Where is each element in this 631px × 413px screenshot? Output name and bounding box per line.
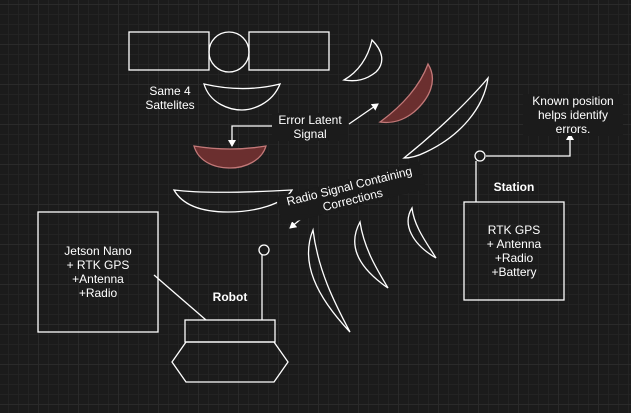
satellite-signal-arcs bbox=[172, 38, 489, 213]
signal-arc bbox=[342, 38, 383, 82]
radio-arc bbox=[407, 206, 437, 259]
robot-antenna bbox=[258, 244, 270, 320]
signal-arc bbox=[172, 189, 294, 213]
error-arc bbox=[193, 145, 267, 169]
error-signal-arcs bbox=[193, 62, 433, 169]
error-arc bbox=[378, 62, 433, 124]
known-position-label: Known position helps identify errors. bbox=[523, 94, 623, 136]
antenna-tip bbox=[258, 244, 270, 256]
signal-arc bbox=[203, 83, 282, 111]
robot-icon bbox=[171, 319, 289, 383]
satellites-label: Same 4 Sattelites bbox=[145, 84, 195, 112]
jetson-box bbox=[37, 211, 159, 333]
jetson-robot-connector bbox=[153, 274, 207, 321]
station-box bbox=[463, 201, 565, 301]
radio-signal-arcs bbox=[307, 206, 437, 333]
station-title: Station bbox=[493, 180, 535, 194]
satellite-left-panel bbox=[128, 31, 210, 71]
jetson-box-text: Jetson Nano + RTK GPS +Antenna +Radio bbox=[64, 244, 132, 300]
error-signal-label: Error Latent Signal bbox=[272, 113, 348, 141]
radio-arc bbox=[307, 227, 351, 333]
arrow-to-satellite-error bbox=[348, 103, 379, 125]
satellite-icon bbox=[128, 31, 330, 73]
arrow-to-known-position bbox=[486, 133, 574, 157]
antenna-tip bbox=[474, 150, 486, 162]
robot-top bbox=[184, 319, 276, 343]
robot-base bbox=[171, 341, 289, 383]
arrow-to-ground-error bbox=[228, 125, 276, 147]
robot-title: Robot bbox=[212, 290, 248, 304]
satellite-right-panel bbox=[248, 31, 330, 71]
satellite-body bbox=[208, 31, 250, 73]
signal-arc bbox=[402, 75, 489, 159]
radio-arc bbox=[354, 219, 389, 289]
station-box-text: RTK GPS + Antenna +Radio +Battery bbox=[486, 223, 542, 279]
station-antenna bbox=[474, 150, 486, 202]
